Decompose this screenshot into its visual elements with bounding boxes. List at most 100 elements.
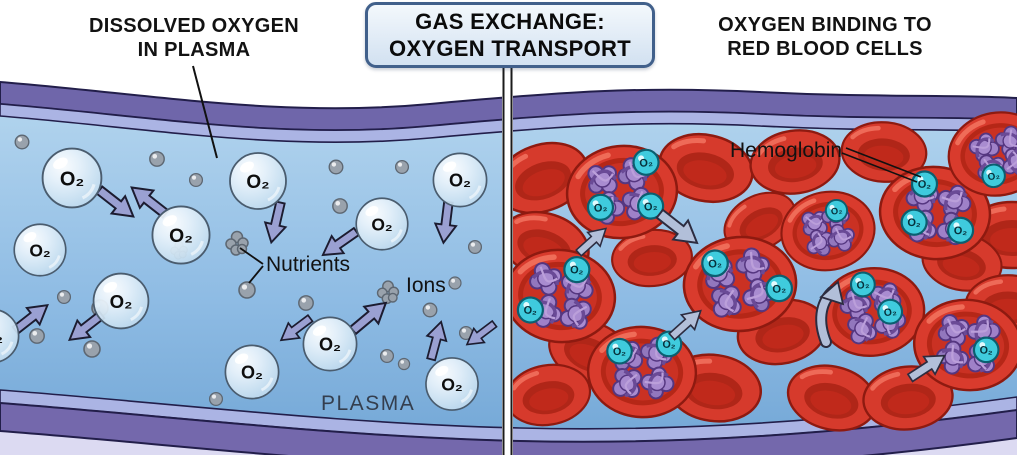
title-box: GAS EXCHANGE: OXYGEN TRANSPORT	[365, 2, 655, 68]
solute-dot	[238, 281, 256, 299]
o2-bubble-label: O₂	[169, 225, 193, 247]
bound-o2-label: O₂	[662, 339, 676, 352]
solute-dot	[149, 151, 165, 167]
bound-o2: O₂	[631, 147, 661, 178]
o2-bubble-label: O₂	[246, 172, 269, 193]
hemoglobin-molecule	[585, 162, 620, 197]
bound-o2: O₂	[945, 215, 976, 245]
left-heading-pointer-line	[192, 65, 218, 159]
ions-label: Ions	[406, 274, 446, 297]
o2-bubble-label: O₂	[29, 240, 50, 260]
right-heading-line2: RED BLOOD CELLS	[727, 38, 923, 60]
solute-dot	[379, 348, 395, 364]
solute-dot	[298, 295, 314, 311]
o2-bubble-label: O₂	[0, 327, 3, 347]
o2-bubble-label: O₂	[241, 363, 263, 383]
bound-o2-label: O₂	[772, 283, 787, 296]
bound-o2: O₂	[823, 197, 850, 224]
bound-o2: O₂	[605, 337, 634, 366]
bound-o2: O₂	[764, 273, 794, 304]
left-heading-line2: IN PLASMA	[137, 39, 251, 61]
o2-bubble: O₂	[41, 147, 103, 209]
bound-o2-label: O₂	[883, 307, 897, 320]
o2-bubble: O₂	[12, 222, 68, 278]
left-panel-heading: DISSOLVED OXYGEN IN PLASMA	[74, 14, 314, 62]
bound-o2-label: O₂	[856, 279, 870, 292]
right-panel-blood-scene: O₂ O₂ O₂ O₂ O₂ O₂ O₂	[487, 105, 1017, 440]
hemoglobin-pointer-line	[841, 147, 922, 183]
o2-bubble: O₂	[354, 196, 410, 252]
red-blood-cell-with-hemoglobin: O₂	[775, 184, 881, 277]
plasma-label: PLASMA	[321, 392, 416, 415]
vessel-wall-bottom	[0, 401, 1017, 455]
bound-o2: O₂	[875, 297, 905, 326]
red-blood-cell-with-hemoglobin: O₂ O₂	[586, 324, 698, 420]
o2-bubble: O₂	[301, 315, 359, 373]
title-line2: OXYGEN TRANSPORT	[389, 36, 631, 61]
bound-o2-label: O₂	[979, 344, 994, 357]
hemoglobin-molecule	[611, 366, 644, 400]
o2-bubble-label: O₂	[110, 291, 133, 312]
flow-arrow-curved	[815, 280, 845, 348]
bound-o2: O₂	[700, 248, 730, 278]
bound-o2: O₂	[971, 335, 1001, 365]
panel-divider	[502, 60, 513, 455]
bound-o2-label: O₂	[639, 157, 654, 170]
bound-o2: O₂	[515, 295, 546, 325]
exterior-bottom	[0, 431, 1017, 455]
solute-dot	[422, 302, 438, 318]
o2-bubble-label: O₂	[441, 375, 463, 395]
left-heading-line1: DISSOLVED OXYGEN	[88, 15, 300, 37]
solute-dot	[83, 340, 101, 358]
solute-dot	[56, 289, 72, 305]
bound-o2-label: O₂	[643, 200, 658, 213]
bound-o2-label: O₂	[907, 217, 922, 230]
left-panel-plasma-scene: O₂ O₂ O₂ O₂ O₂ O₂ O₂ O₂ O₂ O₂ O₂	[0, 134, 501, 412]
o2-bubble-label: O₂	[371, 214, 392, 234]
bound-o2: O₂	[562, 254, 592, 285]
o2-bubble: O₂	[228, 151, 288, 211]
red-blood-cell-with-hemoglobin: O₂ O₂ O₂	[562, 141, 681, 244]
o2-bubble: O₂	[424, 356, 480, 412]
bound-o2-label: O₂	[987, 170, 1001, 183]
red-blood-cell-with-hemoglobin: O₂	[910, 295, 1017, 396]
bound-o2-label: O₂	[613, 346, 627, 359]
o2-bubble: O₂	[0, 307, 21, 365]
solute-dot	[14, 134, 30, 150]
red-blood-cell-with-hemoglobin: O₂ O₂ O₂	[876, 162, 994, 263]
bound-o2-label: O₂	[523, 304, 538, 317]
bound-o2: O₂	[899, 207, 929, 237]
hemoglobin-label: Hemoglobin	[730, 139, 843, 162]
bound-o2-label: O₂	[953, 225, 968, 238]
bound-o2-label: O₂	[569, 264, 584, 277]
o2-bubble: O₂	[150, 204, 212, 266]
solute-dot	[397, 357, 411, 371]
solute-dot	[29, 328, 45, 344]
title-line1: GAS EXCHANGE:	[415, 9, 605, 34]
bound-o2: O₂	[655, 330, 683, 358]
red-blood-cell-with-hemoglobin: O₂ O₂	[500, 245, 619, 348]
solute-dot	[332, 198, 348, 214]
o2-bubble: O₂	[431, 151, 489, 209]
bound-o2-label: O₂	[830, 205, 843, 217]
solute-dot	[208, 391, 224, 407]
solute-dot	[467, 239, 483, 255]
o2-bubble: O₂	[92, 272, 150, 330]
solute-dot	[328, 159, 344, 175]
bound-o2: O₂	[909, 169, 940, 199]
bound-o2-label: O₂	[917, 178, 932, 191]
o2-bubble-label: O₂	[449, 171, 471, 191]
bound-o2-label: O₂	[593, 202, 608, 215]
bound-o2: O₂	[979, 161, 1008, 190]
solute-dot	[188, 172, 204, 188]
bound-o2: O₂	[848, 270, 878, 299]
bound-o2: O₂	[635, 191, 666, 221]
o2-bubble-label: O₂	[319, 335, 341, 355]
solute-dot	[394, 159, 410, 175]
red-blood-cell-with-hemoglobin: O₂	[942, 105, 1017, 204]
nutrients-label: Nutrients	[266, 253, 351, 276]
right-heading-line1: OXYGEN BINDING TO	[718, 14, 932, 36]
red-blood-cell-with-hemoglobin: O₂ O₂	[681, 233, 799, 334]
